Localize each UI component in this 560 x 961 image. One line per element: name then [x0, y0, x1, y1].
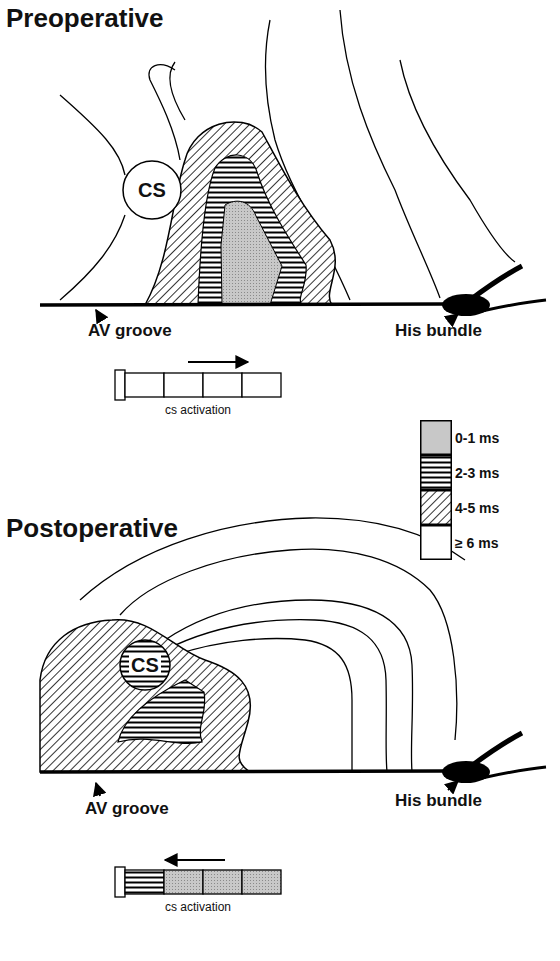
- node-text: CS: [136, 180, 168, 200]
- legend-text: 2-3 ms: [455, 465, 499, 481]
- legend-entry: 2-3 ms: [420, 455, 499, 490]
- anatomy-label: AV groove: [85, 800, 169, 819]
- anatomy-label: cs activation: [165, 901, 231, 914]
- legend-swatch: [420, 490, 452, 525]
- legend-swatch: [420, 525, 452, 560]
- anatomy-label: cs activation: [165, 404, 231, 417]
- node-text: CS: [129, 655, 161, 675]
- legend-text: ≥ 6 ms: [455, 535, 498, 551]
- panel-heading: Preoperative: [6, 4, 164, 33]
- coronary-sinus-circle: CS: [122, 160, 182, 220]
- anatomy-label: AV groove: [88, 322, 172, 341]
- panel-heading: Postoperative: [6, 514, 178, 543]
- legend-text: 0-1 ms: [455, 430, 499, 446]
- legend-text: 4-5 ms: [455, 500, 499, 516]
- legend-swatch: [420, 420, 452, 455]
- legend-entry: 4-5 ms: [420, 490, 499, 525]
- anatomy-label: His bundle: [395, 792, 482, 811]
- anatomy-label: His bundle: [395, 322, 482, 341]
- legend-swatch: [420, 455, 452, 490]
- legend-entry: 0-1 ms: [420, 420, 499, 455]
- legend-entry: ≥ 6 ms: [420, 525, 498, 560]
- coronary-sinus-circle: CS: [119, 639, 171, 691]
